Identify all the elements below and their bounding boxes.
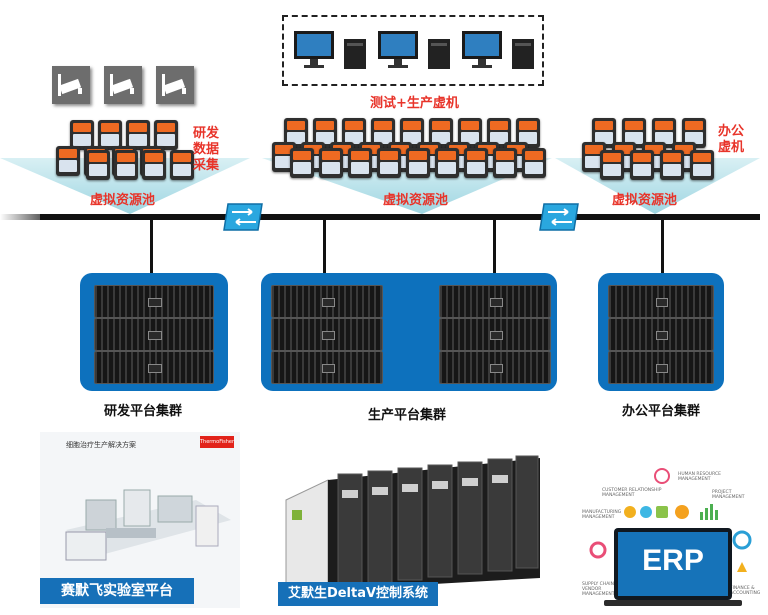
cycle-icon bbox=[732, 530, 752, 550]
vm-card bbox=[600, 150, 624, 180]
server-unit bbox=[439, 285, 551, 318]
desktop-pc-icon bbox=[378, 31, 450, 69]
bar-chart-icon bbox=[700, 504, 718, 520]
erp-term: PROJECT MANAGEMENT bbox=[712, 490, 745, 500]
vm-card bbox=[170, 150, 194, 180]
vm-card bbox=[70, 120, 94, 150]
erp-term: FINANCE & ACCOUNTING bbox=[730, 586, 761, 596]
camera-icon bbox=[52, 66, 90, 104]
server-unit bbox=[439, 318, 551, 351]
vm-card bbox=[464, 148, 488, 178]
dollar-icon bbox=[675, 505, 689, 519]
vm-card bbox=[660, 150, 684, 180]
erp-illustration: CUSTOMER RELATIONSHIP MANAGEMENT HUMAN R… bbox=[580, 464, 764, 610]
desktop-pc-icon bbox=[294, 31, 366, 69]
lab-equipment-illustration bbox=[65, 489, 231, 561]
cluster-rd-label: 研发平台集群 bbox=[104, 404, 183, 419]
test-prod-vm-label: 测试+生产虚机 bbox=[370, 96, 459, 111]
vm-card bbox=[98, 120, 122, 150]
network-drop bbox=[493, 220, 496, 274]
network-switch-icon bbox=[223, 203, 263, 231]
server-unit bbox=[271, 318, 383, 351]
office-vm-label: 办公 虚机 bbox=[718, 124, 745, 155]
vm-card bbox=[516, 118, 540, 148]
desktop-pc-icon bbox=[462, 31, 534, 69]
test-prod-vm-box bbox=[282, 15, 544, 86]
pie-icon bbox=[640, 506, 652, 518]
vm-card bbox=[154, 120, 178, 150]
server-unit bbox=[608, 318, 714, 351]
camera-icon bbox=[104, 66, 142, 104]
pool-left-label: 虚拟资源池 bbox=[90, 193, 156, 208]
lab-heading: 细胞治疗生产解决方案 bbox=[66, 441, 136, 449]
server-unit bbox=[94, 318, 214, 351]
pool-right-label: 虚拟资源池 bbox=[612, 193, 678, 208]
deltav-controller-illustration bbox=[285, 455, 540, 600]
network-drop bbox=[150, 220, 153, 274]
vm-card bbox=[319, 148, 343, 178]
vm-card bbox=[493, 148, 517, 178]
erp-label: ERP bbox=[642, 544, 704, 577]
rd-data-label: 研发 数据 采集 bbox=[193, 126, 220, 173]
vm-card bbox=[348, 148, 372, 178]
vm-card bbox=[458, 118, 482, 148]
gear-icon bbox=[624, 506, 636, 518]
gear-icon bbox=[589, 541, 607, 559]
cluster-rd bbox=[80, 273, 228, 391]
erp-term: CUSTOMER RELATIONSHIP MANAGEMENT bbox=[602, 488, 662, 498]
vm-card bbox=[690, 150, 714, 180]
lab-platform-caption: 赛默飞实验室平台 bbox=[40, 578, 194, 604]
vm-card bbox=[56, 146, 80, 176]
vm-card bbox=[86, 150, 110, 180]
server-unit bbox=[94, 351, 214, 384]
network-drop bbox=[323, 220, 326, 274]
network-drop bbox=[661, 220, 664, 274]
pin-icon bbox=[737, 562, 747, 572]
cluster-office-label: 办公平台集群 bbox=[622, 404, 701, 419]
server-unit bbox=[608, 285, 714, 318]
cluster-prod-label: 生产平台集群 bbox=[368, 408, 447, 423]
network-switch-icon bbox=[539, 203, 579, 231]
deltav-caption: 艾默生DeltaV控制系统 bbox=[278, 582, 438, 606]
vm-card bbox=[522, 148, 546, 178]
finance-icon bbox=[656, 506, 668, 518]
vm-card bbox=[406, 148, 430, 178]
vm-card bbox=[435, 148, 459, 178]
thermo-logo: ThermoFisher bbox=[200, 436, 234, 448]
erp-term: SUPPLY CHAIN & VENDOR MANAGEMENT bbox=[582, 582, 619, 597]
erp-term: HUMAN RESOURCE MANAGEMENT bbox=[678, 472, 721, 482]
network-bus bbox=[40, 214, 760, 220]
server-unit bbox=[608, 351, 714, 384]
cluster-office bbox=[598, 273, 724, 391]
vm-card bbox=[126, 120, 150, 150]
network-bus-fade bbox=[0, 214, 60, 220]
vm-card bbox=[630, 150, 654, 180]
server-unit bbox=[94, 285, 214, 318]
vm-card bbox=[114, 150, 138, 180]
camera-icon bbox=[156, 66, 194, 104]
person-icon bbox=[654, 468, 670, 484]
server-unit bbox=[271, 351, 383, 384]
server-unit bbox=[271, 285, 383, 318]
vm-card bbox=[290, 148, 314, 178]
pool-mid-label: 虚拟资源池 bbox=[383, 193, 449, 208]
erp-term: MANUFACTURING MANAGEMENT bbox=[582, 510, 622, 520]
server-unit bbox=[439, 351, 551, 384]
vm-card bbox=[142, 150, 166, 180]
cluster-prod bbox=[261, 273, 557, 391]
vm-card bbox=[377, 148, 401, 178]
